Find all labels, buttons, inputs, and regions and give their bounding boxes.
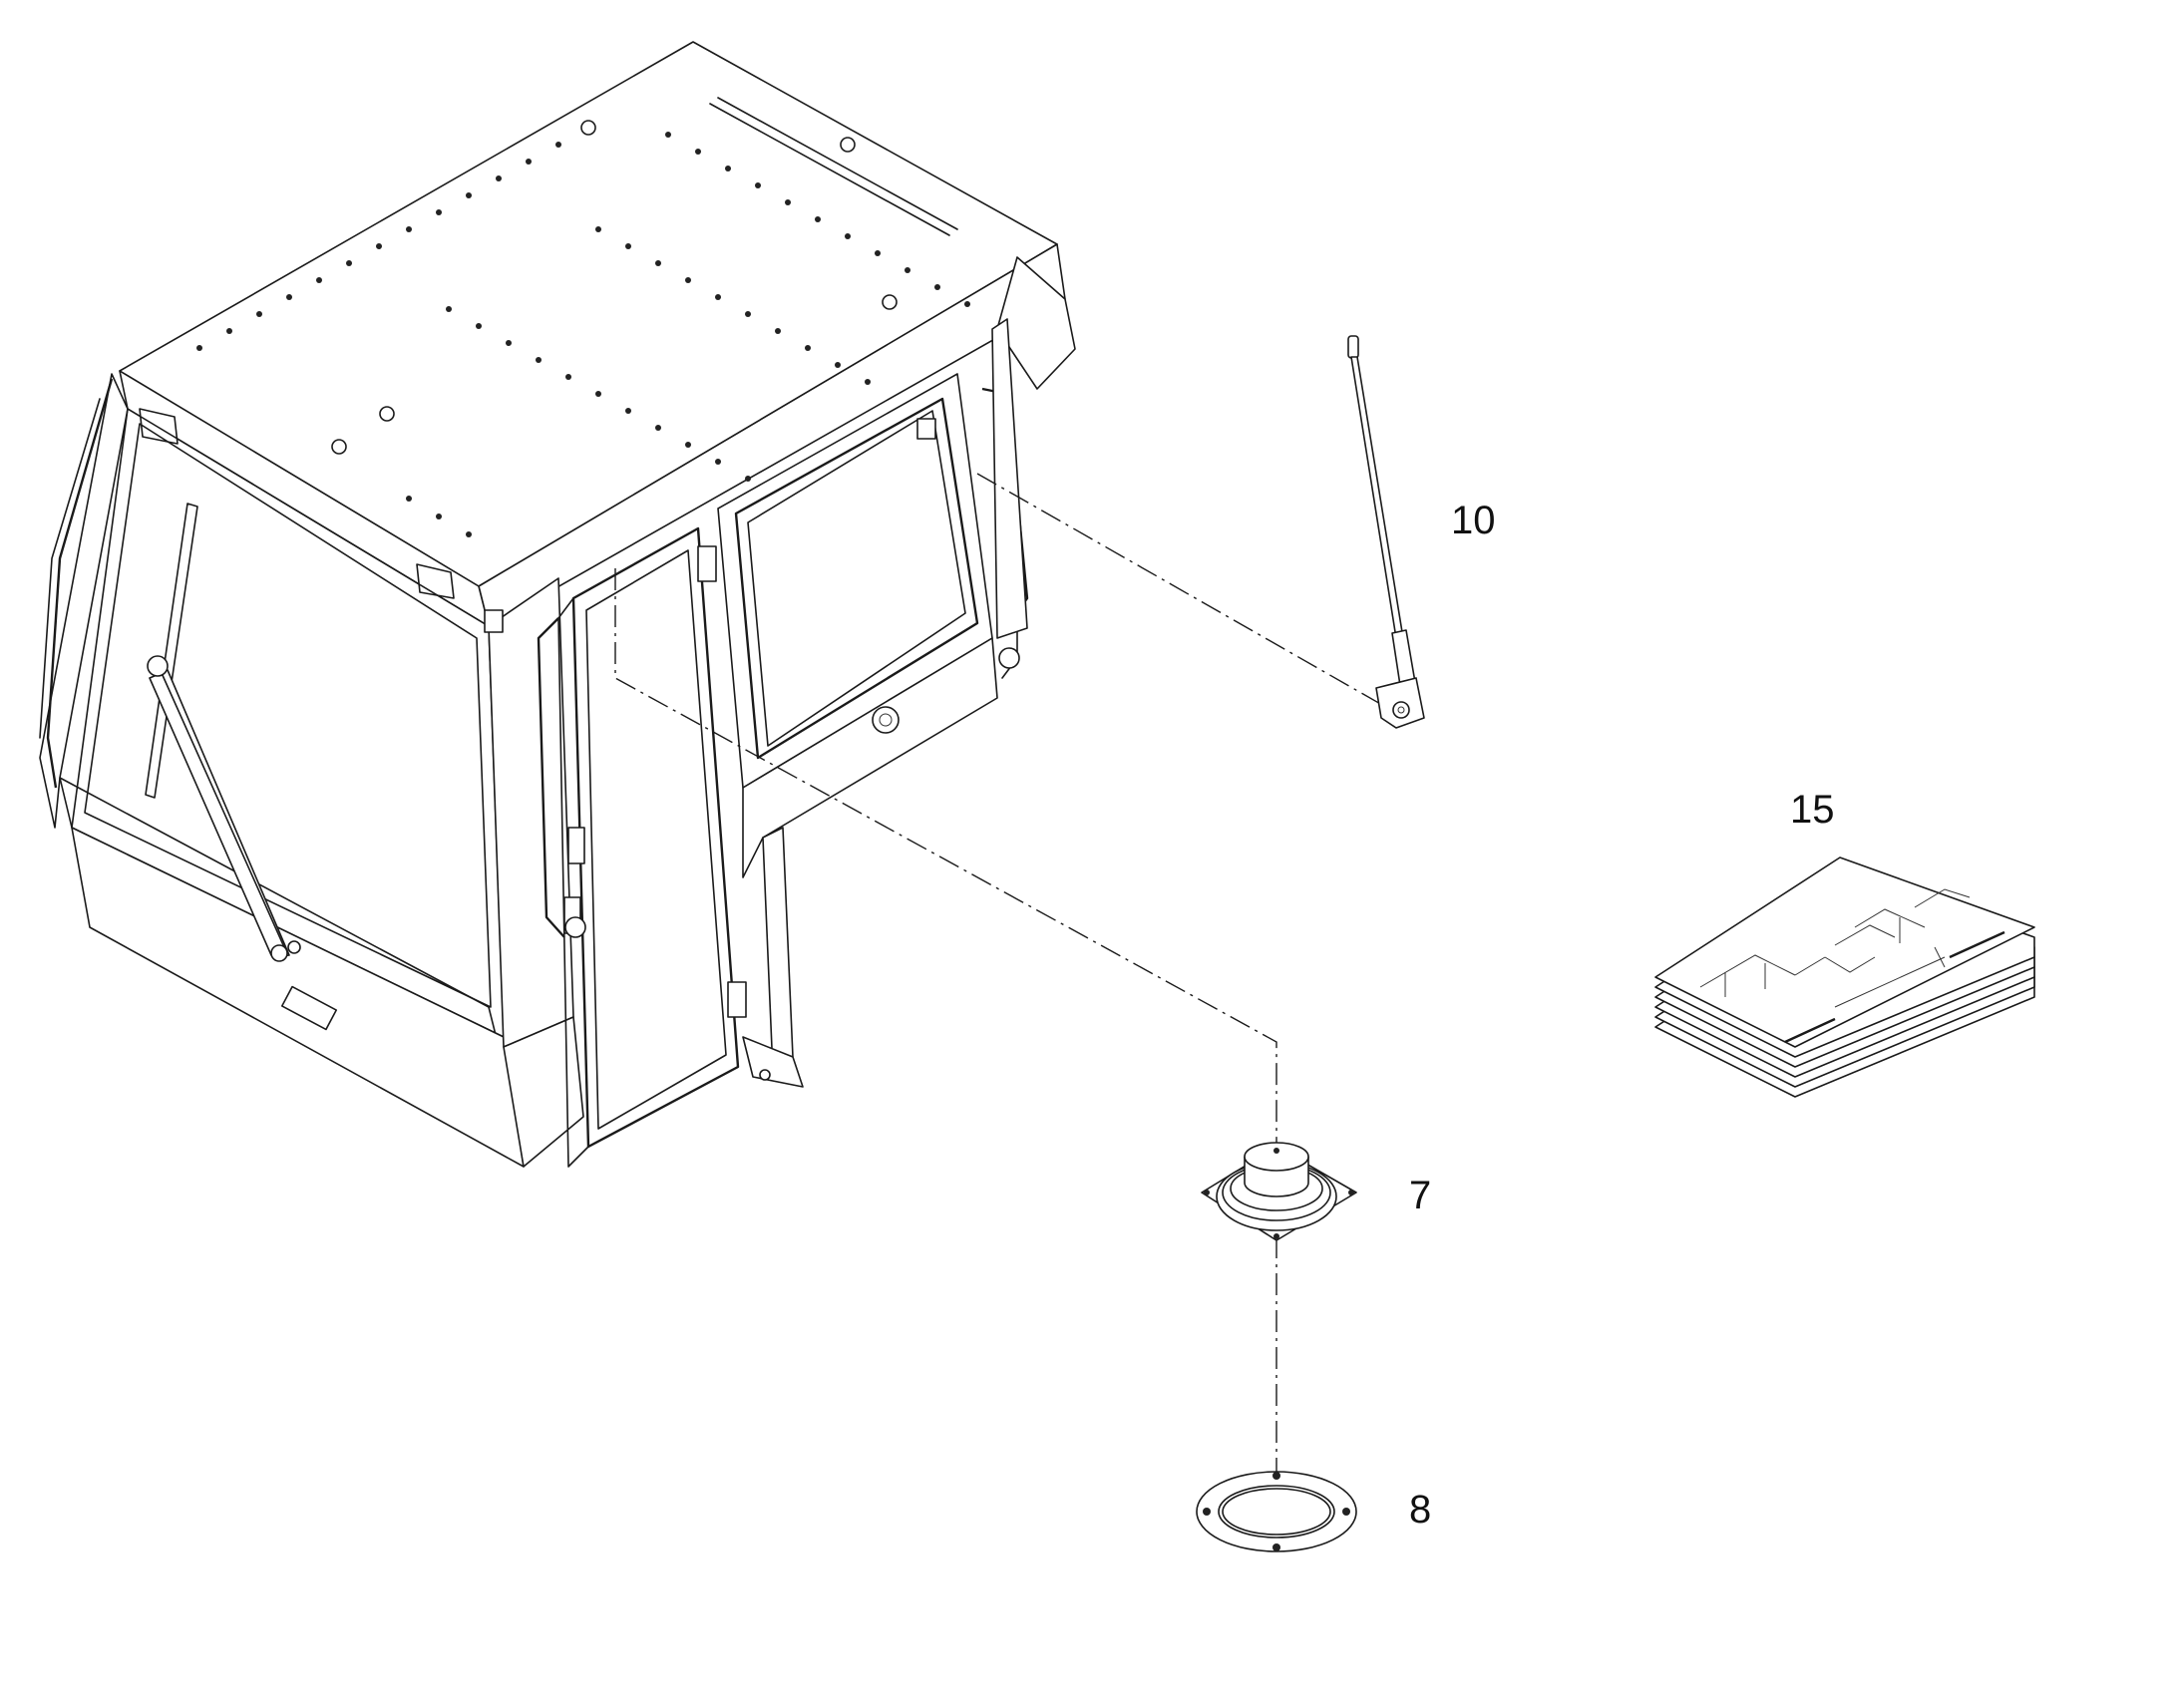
speaker-grille-part: [1196, 1471, 1357, 1552]
callout-antenna: 10: [1451, 499, 1496, 542]
callout-manual: 15: [1790, 788, 1835, 832]
leader-lines: [614, 473, 1397, 1486]
callout-speaker-grille: 8: [1409, 1488, 1431, 1532]
cab-illustration: [39, 41, 1076, 1168]
manual-part: [1654, 856, 2035, 1098]
speaker-part: [1201, 1142, 1357, 1241]
antenna-part: [1347, 335, 1425, 729]
callout-speaker: 7: [1409, 1174, 1431, 1217]
